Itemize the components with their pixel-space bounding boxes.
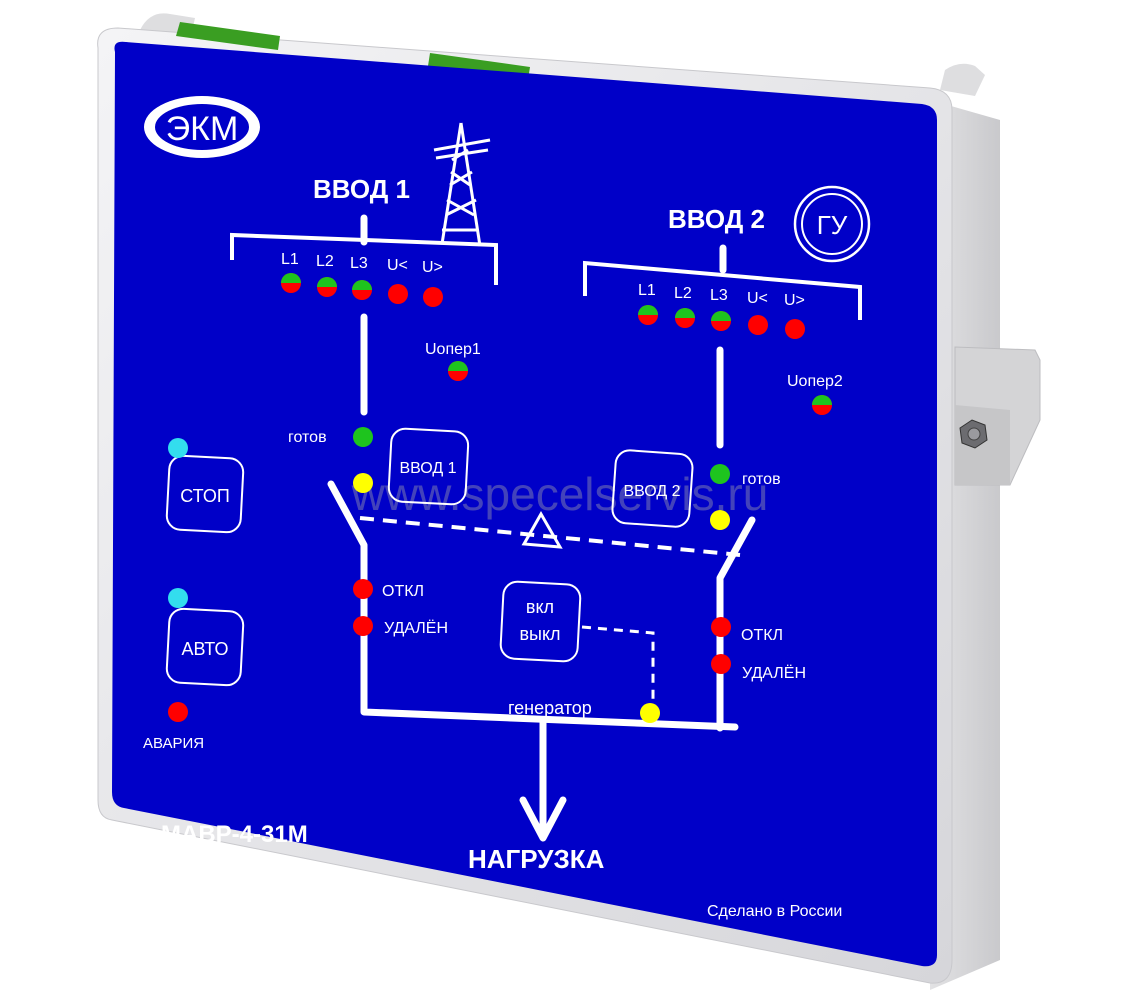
input-2-remote-led	[711, 654, 731, 674]
front-panel	[112, 41, 937, 967]
input-1-switch-led	[353, 473, 373, 493]
phase-led-4	[388, 284, 408, 304]
svg-text:ВВОД 2: ВВОД 2	[623, 483, 680, 500]
watermark: www.specelservis.ru	[351, 468, 769, 520]
phase-label-overvolt: U>	[784, 292, 805, 309]
phase-led-2	[317, 277, 337, 297]
input-2-switch-line	[716, 516, 756, 732]
generator-icon: ГУ	[793, 185, 871, 263]
input-1-ready-led	[353, 427, 373, 447]
input-2-title: ВВОД 2	[668, 204, 765, 234]
generator-label: генератор	[508, 698, 592, 718]
input-1-title: ВВОД 1	[313, 174, 410, 204]
phase-led-5	[423, 287, 443, 307]
phase-label-undervolt: U<	[387, 257, 408, 274]
svg-text:ВВОД 1: ВВОД 1	[399, 460, 456, 477]
input-2-section: ВВОД 2 ГУ L1 L2 L3 U< U> Uопер2 готов ВВ…	[583, 185, 871, 732]
u-oper-1-led	[448, 361, 468, 381]
phase-label-l3: L3	[710, 287, 728, 304]
alarm-label: АВАРИЯ	[143, 735, 204, 752]
model-name: МАВР-4-31М	[161, 821, 308, 848]
phase-led-3	[352, 280, 372, 300]
input-2-off-led	[711, 617, 731, 637]
phase-led-5	[785, 319, 805, 339]
alarm-led	[168, 702, 188, 722]
phase-label-l3: L3	[350, 255, 368, 272]
made-in-label: Сделано в России	[707, 903, 842, 920]
svg-text:СТОП: СТОП	[180, 486, 230, 506]
phase-label-l1: L1	[281, 251, 299, 268]
input-1-off-label: ОТКЛ	[382, 583, 424, 600]
auto-led	[168, 588, 188, 608]
input-2-bus	[583, 260, 862, 320]
auto-button[interactable]: АВТО	[165, 607, 245, 687]
phase-label-overvolt: U>	[422, 259, 443, 276]
input-1-ready-label: готов	[288, 429, 327, 446]
input-2-ready-led	[710, 464, 730, 484]
brand-logo: ЭКМ	[144, 96, 260, 158]
svg-text:выкл: выкл	[519, 624, 560, 644]
phase-label-l2: L2	[316, 253, 334, 270]
input-2-button[interactable]: ВВОД 2	[611, 449, 694, 528]
stop-led	[168, 438, 188, 458]
generator-control-line	[581, 625, 655, 700]
phase-label-l1: L1	[638, 282, 656, 299]
load-label: НАГРУЗКА	[468, 844, 605, 874]
brand-logo-text: ЭКМ	[166, 110, 239, 148]
phase-led-4	[748, 315, 768, 335]
phase-led-1	[281, 273, 301, 293]
input-1-off-led	[353, 579, 373, 599]
mounting-bracket	[954, 346, 1041, 486]
stop-button[interactable]: СТОП	[165, 454, 245, 534]
u-oper-2-label: Uопер2	[787, 373, 843, 390]
svg-text:вкл: вкл	[526, 597, 554, 617]
load-arrow-icon	[519, 718, 567, 842]
generator-led	[640, 703, 660, 723]
interlock-triangle-icon	[521, 510, 563, 549]
terminal-connector-1	[176, 22, 280, 50]
input-1-button[interactable]: ВВОД 1	[387, 427, 470, 506]
input-2-remote-label: УДАЛЁН	[742, 664, 806, 682]
on-off-button[interactable]: вкл выкл	[499, 580, 582, 663]
input-2-ready-label: готов	[742, 471, 781, 488]
input-1-remote-led	[353, 616, 373, 636]
input-1-remote-label: УДАЛЁН	[384, 619, 448, 637]
phase-led-2	[675, 308, 695, 328]
phase-led-3	[711, 311, 731, 331]
generator-badge: ГУ	[817, 210, 848, 240]
phase-label-l2: L2	[674, 285, 692, 302]
svg-text:АВТО: АВТО	[182, 639, 229, 659]
phase-label-undervolt: U<	[747, 290, 768, 307]
input-2-switch-led	[710, 510, 730, 530]
phase-led-1	[638, 305, 658, 325]
top-clip-right	[940, 63, 985, 96]
input-2-off-label: ОТКЛ	[741, 627, 783, 644]
power-tower-icon	[433, 122, 491, 247]
interlock-line	[359, 516, 741, 557]
u-oper-1-label: Uопер1	[425, 341, 481, 358]
u-oper-2-led	[812, 395, 832, 415]
